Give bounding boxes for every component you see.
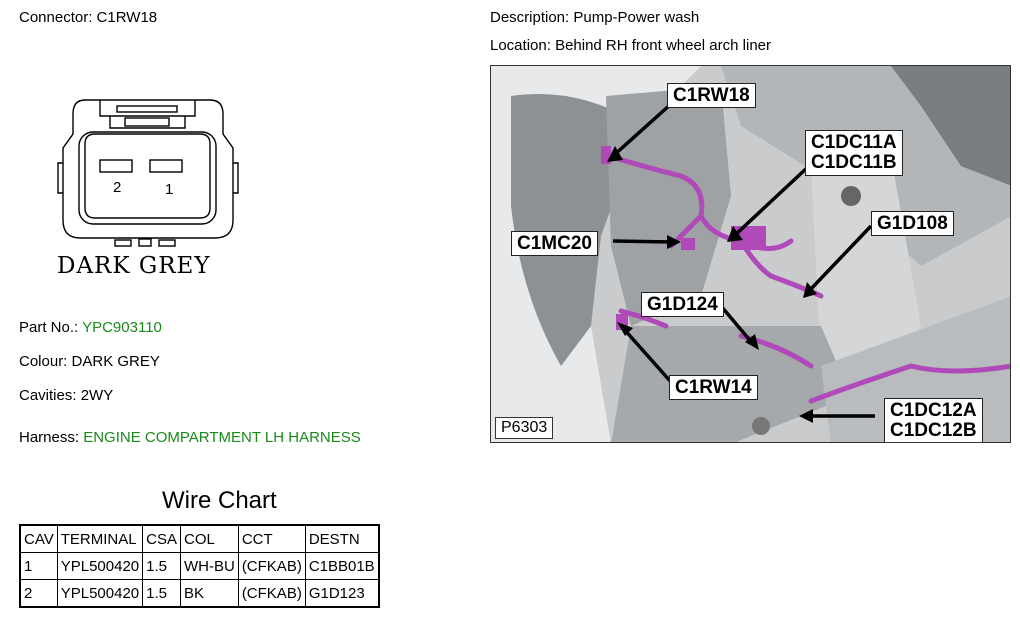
callout-g1d108: G1D108 xyxy=(871,211,954,236)
description-label: Description: xyxy=(490,9,570,26)
description-value: Pump-Power wash xyxy=(573,9,700,26)
location-line: Location: Behind RH front wheel arch lin… xyxy=(490,37,771,54)
description-line: Description: Pump-Power wash xyxy=(490,9,699,26)
cell-col: BK xyxy=(179,579,239,608)
pin-1-number: 1 xyxy=(165,181,173,198)
cell-terminal: YPL500420 xyxy=(56,579,144,608)
part-no-link[interactable]: YPC903110 xyxy=(82,319,162,336)
callout-g1d124: G1D124 xyxy=(641,292,724,317)
location-value: Behind RH front wheel arch liner xyxy=(555,37,772,54)
header-destn: DESTN xyxy=(304,524,380,553)
cell-col: WH-BU xyxy=(179,552,239,580)
header-cct: CCT xyxy=(237,524,306,553)
cavities-label: Cavities: xyxy=(19,387,77,404)
callout-c1dc12: C1DC12A C1DC12B xyxy=(884,398,983,442)
harness-label: Harness: xyxy=(19,429,80,446)
header-terminal: TERMINAL xyxy=(56,524,144,553)
connector-label: Connector: xyxy=(19,9,93,26)
cell-terminal: YPL500420 xyxy=(56,552,144,580)
part-no-line: Part No.: YPC903110 xyxy=(19,319,162,336)
colour-label: Colour: xyxy=(19,353,68,370)
callout-c1rw18: C1RW18 xyxy=(667,83,756,108)
colour-line: Colour: DARK GREY xyxy=(19,353,160,370)
pin-2-number: 2 xyxy=(113,179,121,196)
location-photo: C1RW18 C1DC11A C1DC11B G1D108 C1MC20 G1D… xyxy=(490,65,1011,443)
callout-c1dc12b: C1DC12B xyxy=(890,420,977,441)
cavities-line: Cavities: 2WY xyxy=(19,387,113,404)
callout-c1dc11a: C1DC11A xyxy=(811,132,897,153)
cell-cct: (CFKAB) xyxy=(237,579,306,608)
header-cav: CAV xyxy=(19,524,58,553)
table-row: 1 YPL500420 1.5 WH-BU (CFKAB) C1BB01B xyxy=(19,552,380,580)
connector-value: C1RW18 xyxy=(96,9,158,26)
location-label: Location: xyxy=(490,37,551,54)
callout-c1dc11b: C1DC11B xyxy=(811,152,897,173)
harness-line: Harness: ENGINE COMPARTMENT LH HARNESS xyxy=(19,429,361,446)
cell-csa: 1.5 xyxy=(142,579,181,608)
cell-cav: 2 xyxy=(19,579,58,608)
connector-face-diagram: 2 1 xyxy=(57,99,239,247)
callout-c1dc12a: C1DC12A xyxy=(890,400,977,421)
cell-cct: (CFKAB) xyxy=(237,552,306,580)
colour-value: DARK GREY xyxy=(71,353,160,370)
connector-colour-caption: DARK GREY xyxy=(57,253,211,279)
callout-c1mc20: C1MC20 xyxy=(511,231,598,256)
wire-chart-title: Wire Chart xyxy=(162,487,277,514)
callout-c1dc11: C1DC11A C1DC11B xyxy=(805,130,903,176)
table-row: 2 YPL500420 1.5 BK (CFKAB) G1D123 xyxy=(19,579,380,608)
cavities-value: 2WY xyxy=(80,387,114,404)
wire-chart-table: CAV TERMINAL CSA COL CCT DESTN 1 YPL5004… xyxy=(19,524,380,608)
connector-line: Connector: C1RW18 xyxy=(19,9,157,26)
cell-destn: G1D123 xyxy=(304,579,380,608)
part-no-label: Part No.: xyxy=(19,319,79,336)
cell-destn: C1BB01B xyxy=(304,552,380,580)
harness-link[interactable]: ENGINE COMPARTMENT LH HARNESS xyxy=(83,429,361,446)
callout-c1rw14: C1RW14 xyxy=(669,375,758,400)
header-csa: CSA xyxy=(142,524,181,553)
header-col: COL xyxy=(179,524,239,553)
cell-csa: 1.5 xyxy=(142,552,181,580)
cell-cav: 1 xyxy=(19,552,58,580)
photo-id-label: P6303 xyxy=(495,417,554,439)
table-header-row: CAV TERMINAL CSA COL CCT DESTN xyxy=(19,524,380,553)
